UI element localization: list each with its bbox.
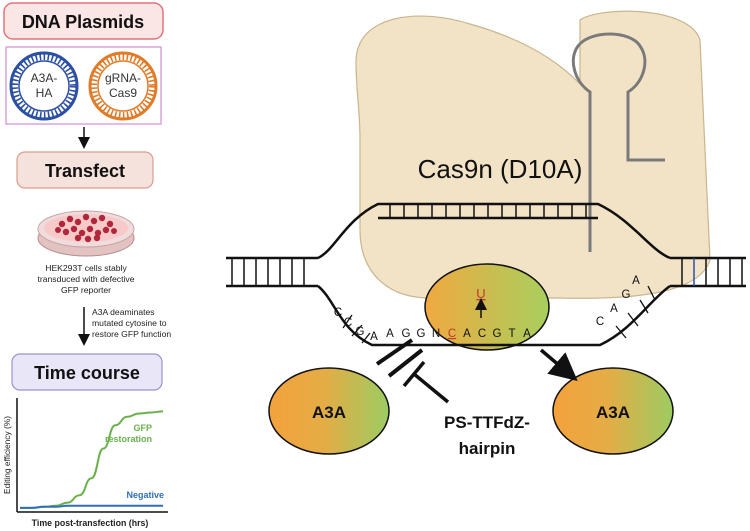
binding-line-left-2 (375, 338, 414, 366)
ssdna-base-9: A (463, 328, 471, 340)
plasmid-a3a-label-2: HA (36, 86, 53, 100)
cas9-label: Cas9n (D10A) (418, 154, 583, 184)
plasmid-a3a-label-1: A3A- (31, 71, 58, 85)
left-panel: DNA Plasmids A3A- HA gRNA- Cas9 Transfec… (2, 2, 171, 528)
rna-dna-hybrid-rungs (389, 204, 587, 218)
plasmid-a3a: A3A- HA (9, 51, 79, 121)
binding-line-left-1 (387, 348, 424, 378)
inhibitor-label-2: hairpin (459, 439, 516, 458)
chart-series-line-1 (20, 504, 163, 509)
series-negative-label: Negative (126, 490, 164, 500)
ssdna-base-ticks (342, 285, 656, 344)
ssdna-base-2: G (356, 326, 365, 338)
a3a-free-enzyme-left (268, 367, 390, 455)
edited-base-u: U (476, 286, 485, 301)
ssdna-base-7: N (432, 328, 440, 340)
plasmid-grna-label-1: gRNA- (105, 71, 141, 85)
plasmid-grna-label-2: Cas9 (109, 86, 137, 100)
a3a-right-label: A3A (596, 403, 630, 422)
ssdna-base-15: A (610, 303, 618, 315)
ssdna-base-1: C (344, 317, 352, 329)
grna-hairpin (571, 32, 665, 252)
dna-right-duplex (670, 256, 746, 288)
ssdna-base-6: G (417, 328, 426, 340)
ssdna-base-3: A (370, 331, 378, 343)
chart-series-group (20, 410, 164, 509)
right-panel: Cas9n (D10A) (226, 10, 746, 458)
ssdna-base-0: C (334, 307, 342, 319)
ssdna-base-17: A (632, 275, 640, 287)
plasmid-grna: gRNA- Cas9 (88, 51, 158, 121)
chart-x-label: Time post-transfection (hrs) (32, 518, 149, 528)
dna-nontarget-strand (317, 284, 671, 347)
inhibitor-label-1: PS-TTFdZ- (444, 413, 530, 432)
ssdna-base-8: C (448, 328, 456, 340)
ssdna-base-16: G (622, 289, 631, 301)
transfect-box (16, 151, 154, 189)
cells-caption-1: HEK293T cells stably (45, 263, 127, 273)
release-arrow (539, 348, 578, 382)
a3a-free-enzyme-right (552, 367, 674, 455)
ssdna-base-5: G (402, 328, 411, 340)
inhibition-line (412, 372, 450, 404)
transfect-label: Transfect (45, 161, 125, 181)
a3a-left-label: A3A (312, 403, 346, 422)
deaminate-caption-2: mutated cytosine to (92, 318, 167, 328)
deaminate-caption-3: restore GFP function (92, 329, 171, 339)
timecourse-box (11, 353, 163, 391)
deaminate-caption-1: A3A deaminates (92, 307, 155, 317)
timecourse-label: Time course (34, 363, 140, 383)
plasmids-title: DNA Plasmids (22, 12, 144, 32)
petri-dish-icon (37, 210, 135, 257)
ssdna-base-14: C (596, 316, 604, 328)
plasmids-title-box (3, 2, 164, 40)
cells-caption-2: transduced with defective (38, 274, 135, 284)
cas9-protein-shape (355, 10, 711, 299)
ssdna-base-11: G (493, 328, 502, 340)
ssdna-base-13: A (523, 328, 531, 340)
a3a-bound-enzyme (424, 263, 550, 351)
ssdna-base-10: C (478, 328, 486, 340)
inhibition-bar (402, 360, 426, 388)
dna-left-duplex (226, 256, 318, 288)
series-gfp-label-1: GFP (133, 423, 152, 433)
series-gfp-label-2: restoration (105, 434, 152, 444)
cells-caption-3: GFP reporter (61, 285, 111, 295)
ssdna-base-4: A (386, 328, 394, 340)
chart-y-label: Editing efficiency (%) (2, 416, 12, 494)
editing-chart: Editing efficiency (%) Time post-transfe… (2, 398, 168, 528)
ssdna-base-12: T (508, 328, 515, 340)
